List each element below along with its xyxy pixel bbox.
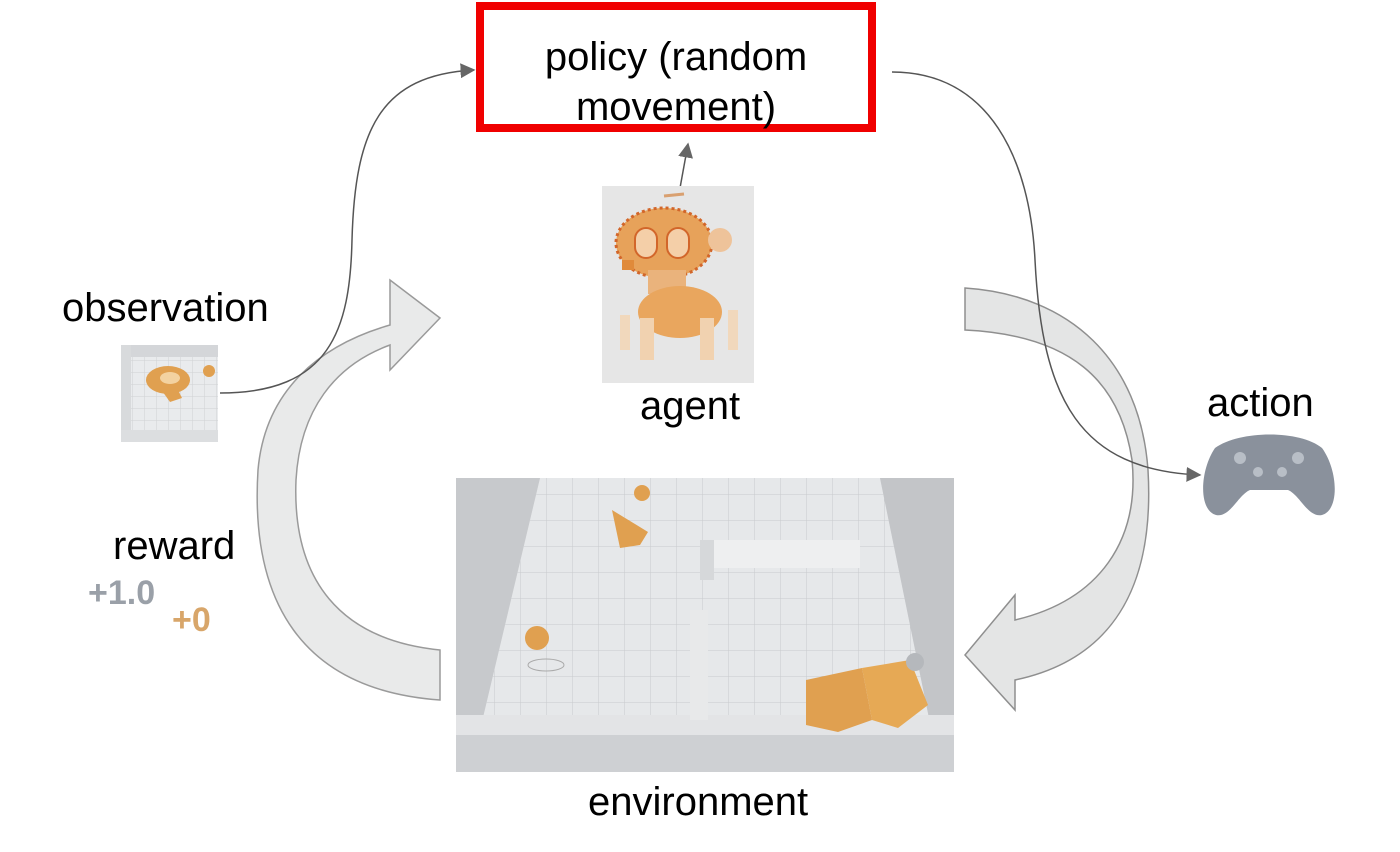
environment-scene-image [456, 478, 954, 772]
reward-observation-curved-arrow [256, 278, 442, 701]
action-label: action [1207, 381, 1314, 425]
policy-label-line2: movement) [575, 85, 777, 129]
reward-value-zero: +0 [172, 601, 211, 639]
reward-label: reward [113, 524, 236, 568]
observation-to-policy-line [219, 63, 476, 394]
observation-label: observation [62, 286, 269, 330]
agent-label: agent [640, 384, 741, 428]
environment-label: environment [588, 780, 809, 824]
reward-value-positive: +1.0 [88, 574, 156, 612]
action-environment-curved-arrow [964, 287, 1150, 712]
agent-robot-image [602, 186, 754, 383]
policy-label: policy (random movement) [484, 32, 868, 132]
policy-label-line1: policy (random [544, 35, 808, 79]
policy-to-action-line [891, 71, 1202, 482]
agent-to-policy-line [678, 142, 693, 189]
gamepad-icon [1203, 434, 1335, 516]
policy-box: policy (random movement) [476, 2, 876, 132]
observation-thumbnail [121, 345, 218, 442]
